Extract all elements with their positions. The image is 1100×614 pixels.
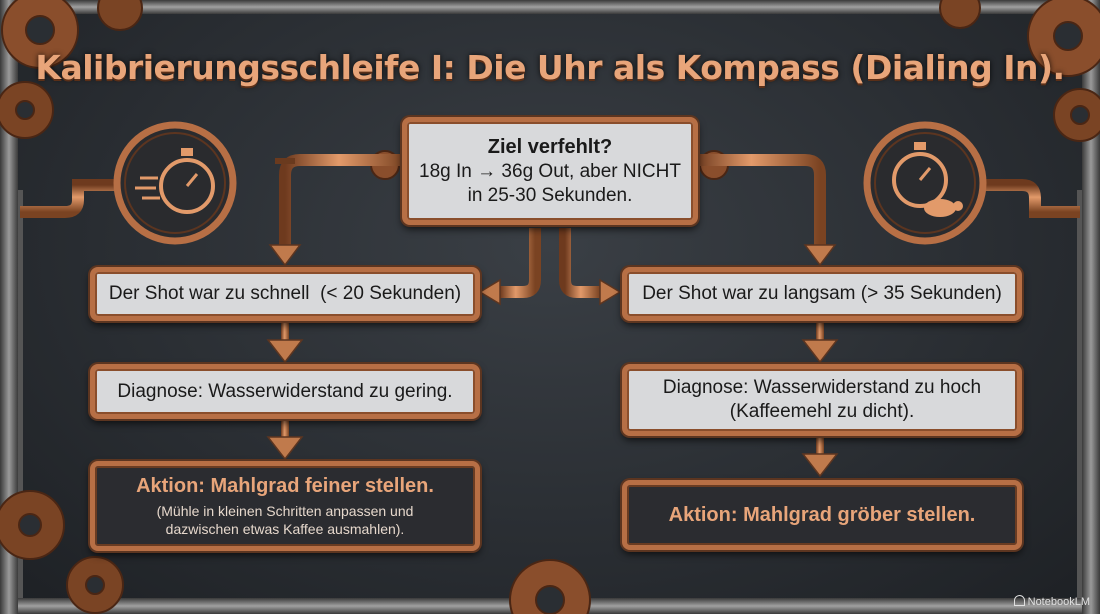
left-diagnosis-text: Diagnose: Wasserwiderstand zu gering.	[117, 380, 453, 402]
arrow	[268, 244, 837, 306]
right-condition-box: Der Shot war zu langsam (> 35 Sekunden)	[622, 267, 1022, 321]
top-question-line1: 18g In → 36g Out, aber NICHT	[419, 160, 681, 182]
top-question-box: Ziel verfehlt? 18g In → 36g Out, aber NI…	[402, 117, 698, 225]
gear-icon	[97, 0, 981, 31]
arrow	[266, 323, 839, 478]
gear-icon	[0, 81, 54, 139]
right-diagnosis-line1: Diagnose: Wasserwiderstand zu hoch	[662, 377, 982, 399]
gear-icon	[509, 559, 591, 614]
left-condition-box: Der Shot war zu schnell (< 20 Sekunden)	[90, 267, 480, 321]
gear-icon	[1053, 88, 1100, 142]
right-diagnosis-box: Diagnose: Wasserwiderstand zu hoch (Kaff…	[622, 364, 1022, 436]
top-question-heading: Ziel verfehlt?	[487, 135, 613, 158]
footer-brand-label: NotebookLM	[1027, 596, 1090, 608]
right-action-title: Aktion: Mahlgrad gröber stellen.	[668, 503, 976, 526]
gear-icon	[1, 0, 79, 69]
right-action-box: Aktion: Mahlgrad gröber stellen.	[622, 480, 1022, 550]
right-diagnosis-line2: (Kaffeemehl zu dicht).	[729, 401, 915, 422]
stopwatch-fast-icon	[113, 121, 237, 245]
left-condition-text: Der Shot war zu schnell (< 20 Sekunden)	[108, 283, 462, 305]
top-question-line2: in 25-30 Sekunden.	[467, 184, 633, 206]
page-title: Kalibrierungsschleife I: Die Uhr als Kom…	[35, 48, 1065, 87]
left-action-title: Aktion: Mahlgrad feiner stellen.	[136, 475, 434, 497]
left-action-note: (Mühle in kleinen Schritten anpassen und…	[157, 503, 414, 538]
notebooklm-icon	[1013, 595, 1025, 606]
left-action-note-line1: (Mühle in kleinen Schritten anpassen und	[156, 503, 414, 519]
footer-brand: NotebookLM	[1013, 595, 1090, 608]
gear-icon	[1027, 0, 1100, 77]
left-diagnosis-box: Diagnose: Wasserwiderstand zu gering.	[90, 364, 480, 419]
left-action-box: Aktion: Mahlgrad feiner stellen. (Mühle …	[90, 461, 480, 551]
gear-icon	[0, 490, 124, 614]
stopwatch-turtle-icon	[863, 121, 987, 245]
connector-pipes	[20, 154, 1080, 299]
left-action-note-line2: dazwischen etwas Kaffee ausmahlen).	[165, 520, 405, 537]
right-condition-text: Der Shot war zu langsam (> 35 Sekunden)	[642, 283, 1002, 305]
